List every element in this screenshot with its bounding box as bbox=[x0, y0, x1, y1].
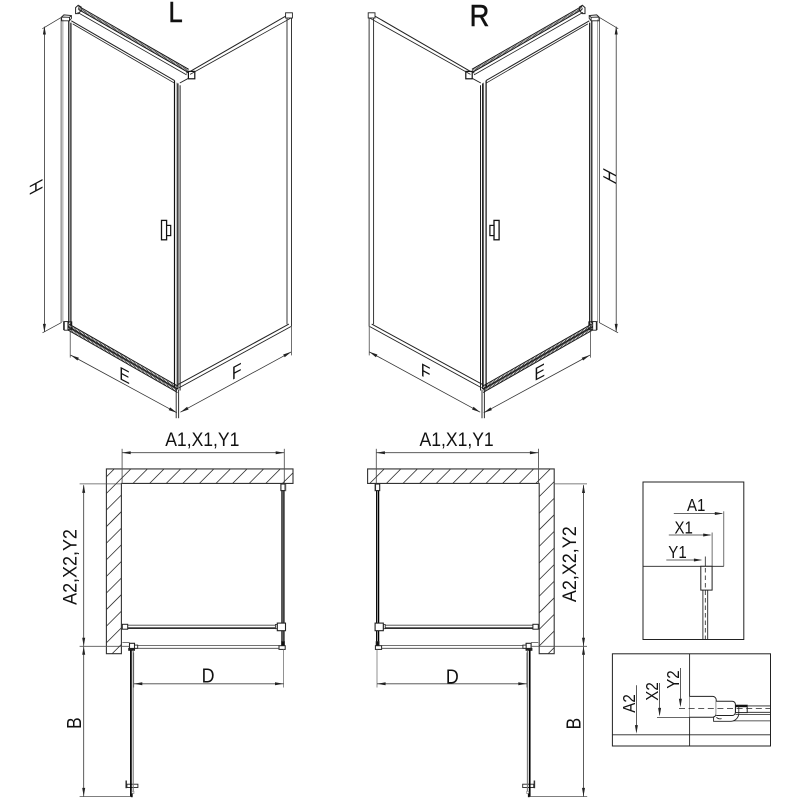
svg-text:F: F bbox=[232, 358, 242, 384]
svg-text:L: L bbox=[169, 0, 183, 29]
svg-text:Y2: Y2 bbox=[664, 670, 683, 688]
svg-text:E: E bbox=[534, 358, 545, 385]
svg-text:E: E bbox=[119, 362, 130, 389]
svg-text:A2,X2,Y2: A2,X2,Y2 bbox=[59, 529, 81, 605]
svg-text:X1: X1 bbox=[674, 519, 692, 538]
svg-text:X2: X2 bbox=[643, 682, 662, 700]
svg-text:A1: A1 bbox=[687, 496, 705, 515]
svg-text:D: D bbox=[202, 666, 215, 688]
svg-text:A1,X1,Y1: A1,X1,Y1 bbox=[165, 428, 239, 450]
svg-text:B: B bbox=[63, 717, 85, 729]
svg-text:B: B bbox=[562, 718, 584, 730]
svg-text:Y1: Y1 bbox=[668, 543, 686, 562]
svg-text:A1,X1,Y1: A1,X1,Y1 bbox=[420, 428, 494, 450]
svg-text:D: D bbox=[446, 667, 459, 689]
svg-text:R: R bbox=[470, 0, 490, 33]
svg-text:F: F bbox=[421, 358, 431, 384]
svg-text:A2: A2 bbox=[620, 694, 639, 712]
svg-text:A2,X2,Y2: A2,X2,Y2 bbox=[558, 526, 580, 602]
